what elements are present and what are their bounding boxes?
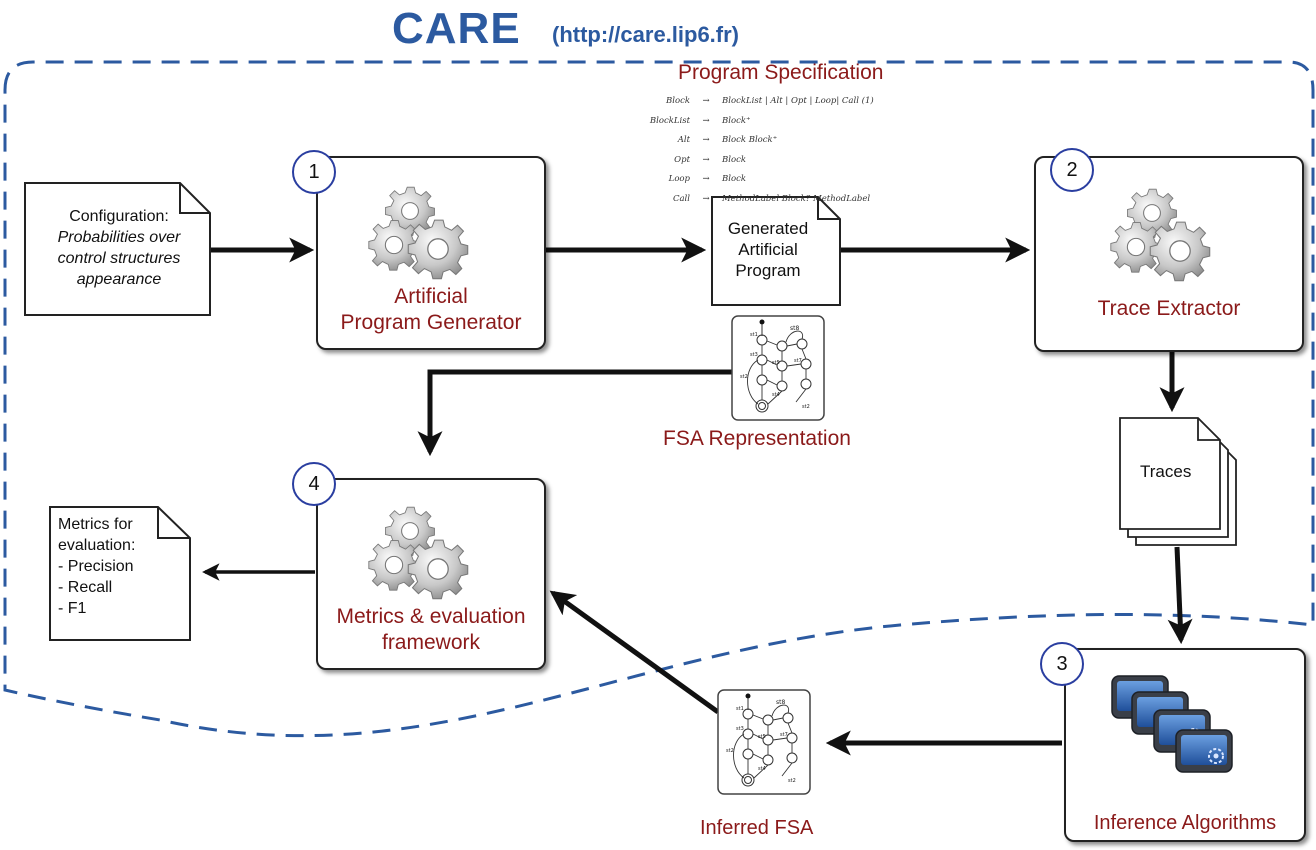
metrics-document <box>49 506 191 641</box>
grammar-rule: Loop→Block <box>668 174 746 184</box>
gears-icon <box>358 490 498 600</box>
arrow-inferred-fsa-to-metrics <box>549 590 720 715</box>
care-boundary <box>3 60 1315 738</box>
grammar-rule: Opt→Block <box>674 154 746 165</box>
step-number-badge: 4 <box>292 462 336 506</box>
generated-program-label: Generated Artificial Program <box>727 219 809 280</box>
gears-icon <box>1100 172 1240 282</box>
fsa-representation-label: FSA Representation <box>663 427 851 450</box>
config-note-line: appearance <box>76 271 162 288</box>
metrics-note: Metrics for evaluation: - Precision - Re… <box>58 516 136 617</box>
grammar-rule: Block→BlockList | Alt | Opt | Loop| Call… <box>666 96 874 106</box>
generated-program-document <box>711 196 841 306</box>
step-number-badge: 1 <box>292 150 336 194</box>
grammar-rule: Call→MethodLabel Block? MethodLabel <box>672 193 871 204</box>
metrics-framework-label: framework <box>381 631 481 654</box>
arrow-traces-to-inference <box>1167 546 1193 645</box>
metrics-framework-label: Metrics & evaluation <box>336 605 526 628</box>
config-note: Configuration: Probabilities over contro… <box>30 206 208 290</box>
program-generator-box: Artificial Program Generator <box>316 156 546 350</box>
inference-algorithms-box: Inference Algorithms <box>1064 648 1306 842</box>
step-number-badge: 3 <box>1040 642 1084 686</box>
grammar-rule: BlockList→Block⁺ <box>649 115 751 126</box>
config-document <box>24 182 211 316</box>
step-number-badge: 2 <box>1050 148 1094 192</box>
inferred-fsa-label: Inferred FSA <box>700 817 814 839</box>
flow-arrows <box>211 237 1193 756</box>
inference-algorithms-label: Inference Algorithms <box>1093 812 1277 834</box>
program-generator-label: Program Generator <box>340 311 522 334</box>
metrics-framework-box: Metrics & evaluation framework <box>316 478 546 670</box>
traces-label: Traces <box>1140 462 1192 481</box>
diagram-title: CARE <box>392 4 521 53</box>
trace-extractor-label: Trace Extractor <box>1097 297 1241 320</box>
app-windows-icon <box>1111 675 1233 773</box>
program-spec-grammar: Block→BlockList | Alt | Opt | Loop| Call… <box>620 92 874 209</box>
arrow-fsa-to-metrics <box>417 369 732 457</box>
grammar-rule: Alt→Block Block⁺ <box>677 135 778 145</box>
traces-document-stack <box>1119 417 1237 546</box>
config-note-line: control structures <box>57 250 181 267</box>
config-note-line: Probabilities over <box>57 229 181 246</box>
program-spec-title: Program Specification <box>678 61 884 84</box>
diagram-url: (http://care.lip6.fr) <box>552 22 740 47</box>
inferred-fsa-icon <box>717 689 811 795</box>
fsa-representation-icon <box>731 315 825 421</box>
gears-icon <box>358 170 498 280</box>
config-note-heading: Configuration: <box>69 208 169 225</box>
program-generator-label: Artificial <box>394 285 468 308</box>
